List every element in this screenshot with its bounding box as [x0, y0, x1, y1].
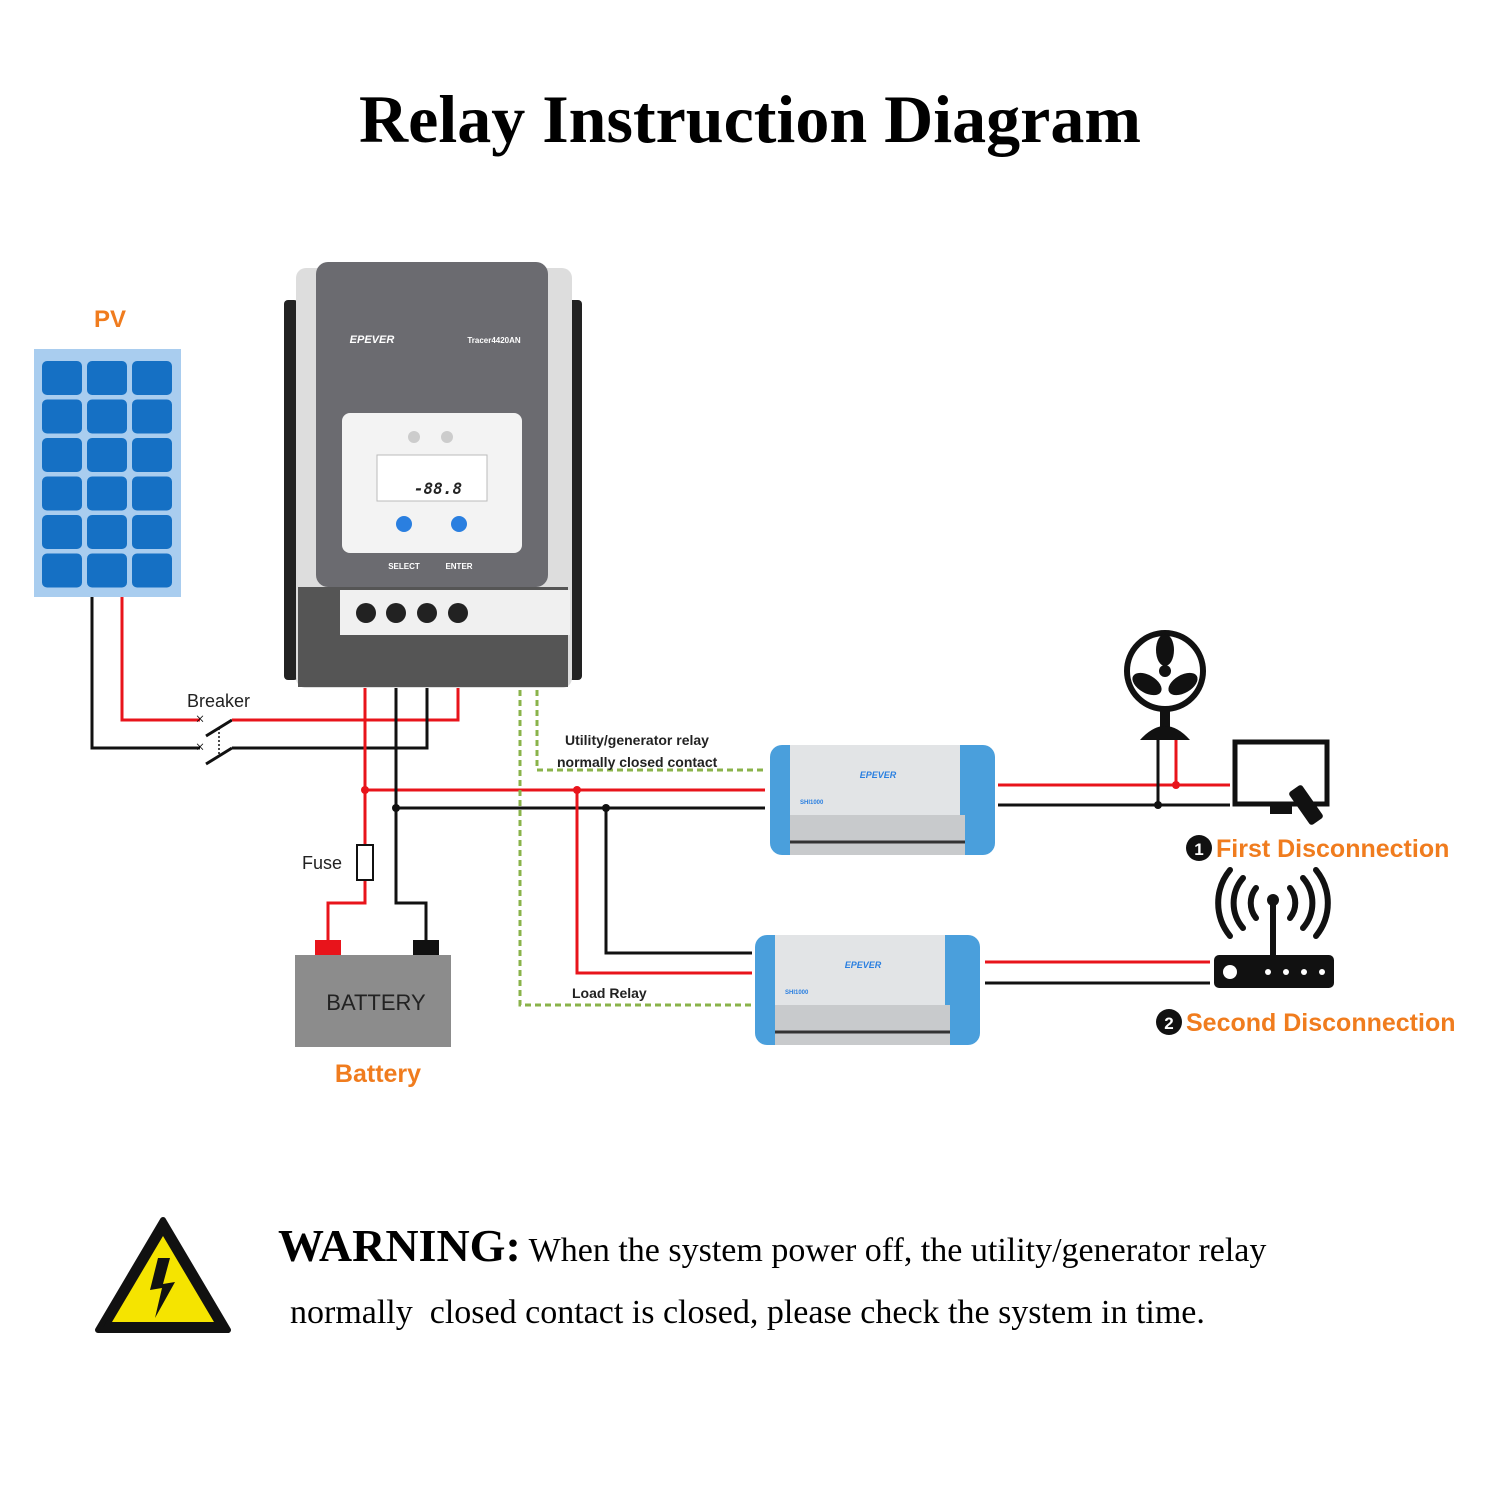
solar-cell [42, 553, 82, 588]
solar-cell [42, 361, 82, 395]
pv-positive-wire [120, 597, 200, 722]
router-icon [1214, 867, 1334, 988]
solar-cell [87, 438, 127, 472]
second-number-badge: 2 [1164, 1014, 1173, 1033]
warning-line-1: When the system power off, the utility/g… [528, 1232, 1267, 1269]
battery-label: Battery [335, 1060, 421, 1088]
first-number-badge: 1 [1194, 840, 1203, 859]
solar-panel [34, 349, 181, 597]
page-title: Relay Instruction Diagram [359, 81, 1141, 157]
solar-cell [87, 553, 127, 588]
inverter-1: EPEVER SHI1000 [770, 745, 995, 855]
svg-text:EPEVER: EPEVER [845, 960, 882, 970]
utility-relay-label-1: Utility/generator relay [565, 732, 709, 748]
load-relay-label: Load Relay [572, 985, 647, 1001]
fuse-icon [356, 844, 374, 881]
solar-cell [132, 438, 172, 472]
solar-cell [87, 399, 127, 434]
solar-cell [42, 476, 82, 511]
high-voltage-warning-icon [95, 1217, 231, 1333]
solar-cell [87, 361, 127, 395]
solar-cell [42, 399, 82, 434]
solar-cell [132, 361, 172, 395]
inverter-2: EPEVER SHI1000 [755, 935, 980, 1045]
breaker-label: Breaker [187, 691, 250, 711]
select-button-knob [396, 516, 412, 532]
solar-cell [132, 476, 172, 511]
pv-negative-wire [90, 597, 200, 750]
svg-text:×: × [195, 711, 204, 728]
solar-cell [87, 515, 127, 549]
controller-model: Tracer4420AN [467, 336, 521, 345]
svg-text:EPEVER: EPEVER [860, 770, 897, 780]
solar-cell [87, 476, 127, 511]
lcd-readout: -88.8 [414, 479, 462, 498]
charge-controller: EPEVER Tracer4420AN -88.8 SELECT ENTER [284, 262, 582, 688]
first-disconnection-label: First Disconnection [1216, 835, 1449, 863]
utility-relay-label-2: normally closed contact [557, 754, 718, 770]
pv-label: PV [94, 306, 126, 333]
svg-text:SHI1000: SHI1000 [785, 990, 809, 996]
warning-heading: WARNING: [278, 1220, 521, 1271]
enter-label: ENTER [445, 562, 472, 571]
solar-cell [132, 515, 172, 549]
solar-cell [42, 515, 82, 549]
select-label: SELECT [388, 562, 420, 571]
warning-line-2: normally closed contact is closed, pleas… [290, 1294, 1205, 1331]
battery: BATTERY [295, 940, 451, 1047]
controller-brand: EPEVER [350, 334, 395, 346]
second-disconnection-label: Second Disconnection [1186, 1009, 1455, 1037]
tv-icon [1232, 739, 1330, 825]
svg-text:×: × [195, 739, 204, 756]
fuse-label: Fuse [302, 853, 342, 873]
solar-cell [42, 438, 82, 472]
warning-text: WARNING: When the system power off, the … [278, 1215, 1266, 1344]
solar-cell [132, 399, 172, 434]
enter-button-knob [451, 516, 467, 532]
battery-box-label: BATTERY [326, 990, 426, 1015]
svg-text:SHI1000: SHI1000 [800, 800, 824, 806]
fan-icon [1124, 630, 1206, 740]
solar-cell [132, 553, 172, 588]
